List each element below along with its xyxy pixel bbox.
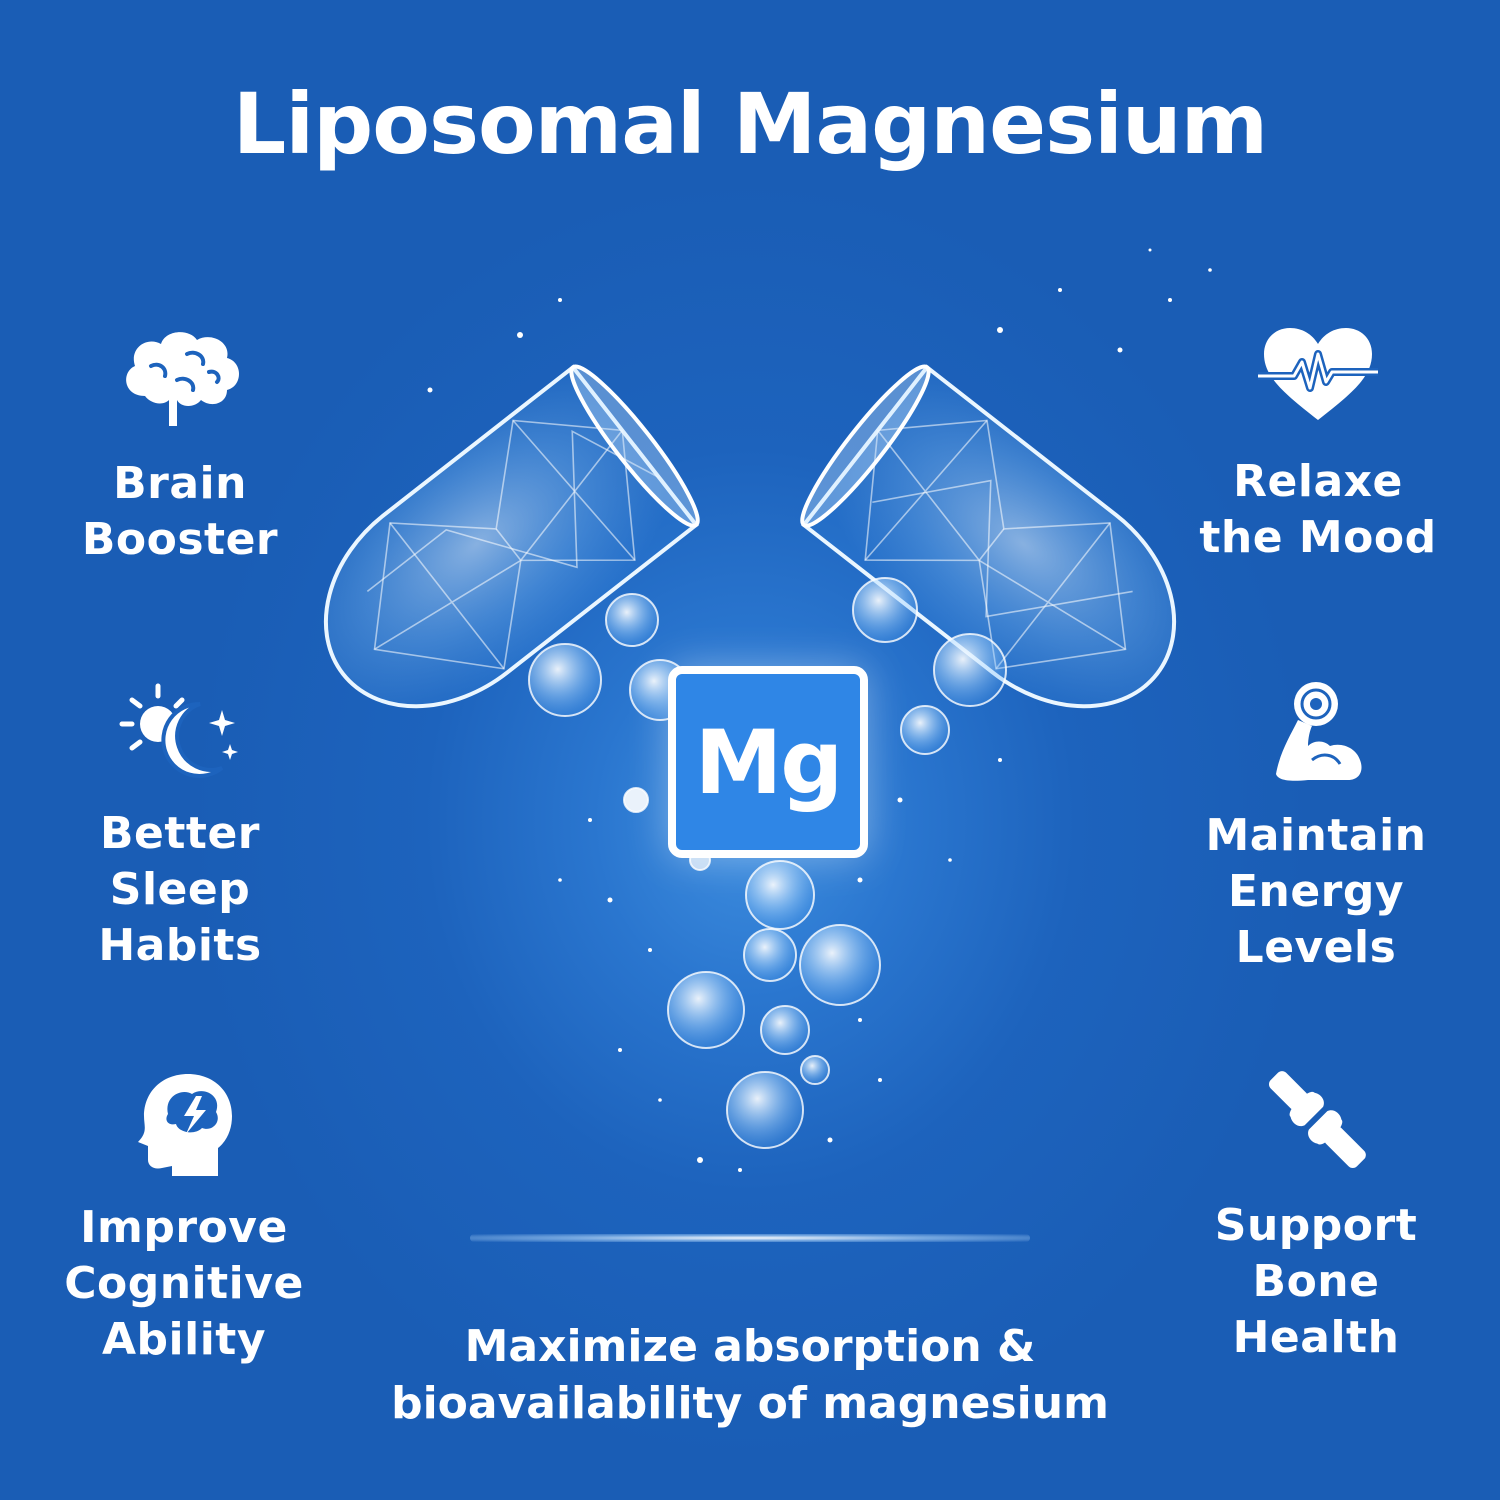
bubbles [528,577,1007,1149]
benefit-energy-levels: Maintain Energy Levels [1166,680,1466,976]
flexed-arm-dumbbell-icon [1276,682,1362,781]
page-title: Liposomal Magnesium [232,75,1268,173]
brain-icon [126,332,239,426]
benefit-label: Maintain Energy Levels [1205,810,1427,973]
benefit-label: Relaxe the Mood [1199,456,1437,563]
sparkles [427,248,1212,1172]
heart-pulse-icon [1258,328,1378,420]
benefit-better-sleep: Better Sleep Habits [30,680,330,974]
benefit-label: Brain Booster [81,458,279,565]
benefit-brain-booster: Brain Booster [30,326,330,568]
tagline: Maximize absorption & bioavailability of… [391,1321,1109,1429]
sun-moon-stars-icon [119,683,238,778]
element-symbol: Mg [694,710,844,814]
benefit-label: Improve Cognitive Ability [64,1202,304,1365]
benefit-bone-health: Support Bone Health [1166,1066,1466,1366]
bone-joint-icon [1268,1071,1366,1169]
head-lightning-icon [138,1074,232,1176]
benefit-label: Better Sleep Habits [98,808,262,971]
right-capsule-half [800,364,1177,709]
benefit-cognitive-ability: Improve Cognitive Ability [34,1070,334,1368]
benefit-label: Support Bone Health [1214,1200,1418,1363]
floor-glow [470,1234,1030,1242]
left-capsule-half [323,364,700,709]
benefit-relax-mood: Relaxe the Mood [1168,326,1468,566]
mg-element-tile: Mg [668,666,868,858]
